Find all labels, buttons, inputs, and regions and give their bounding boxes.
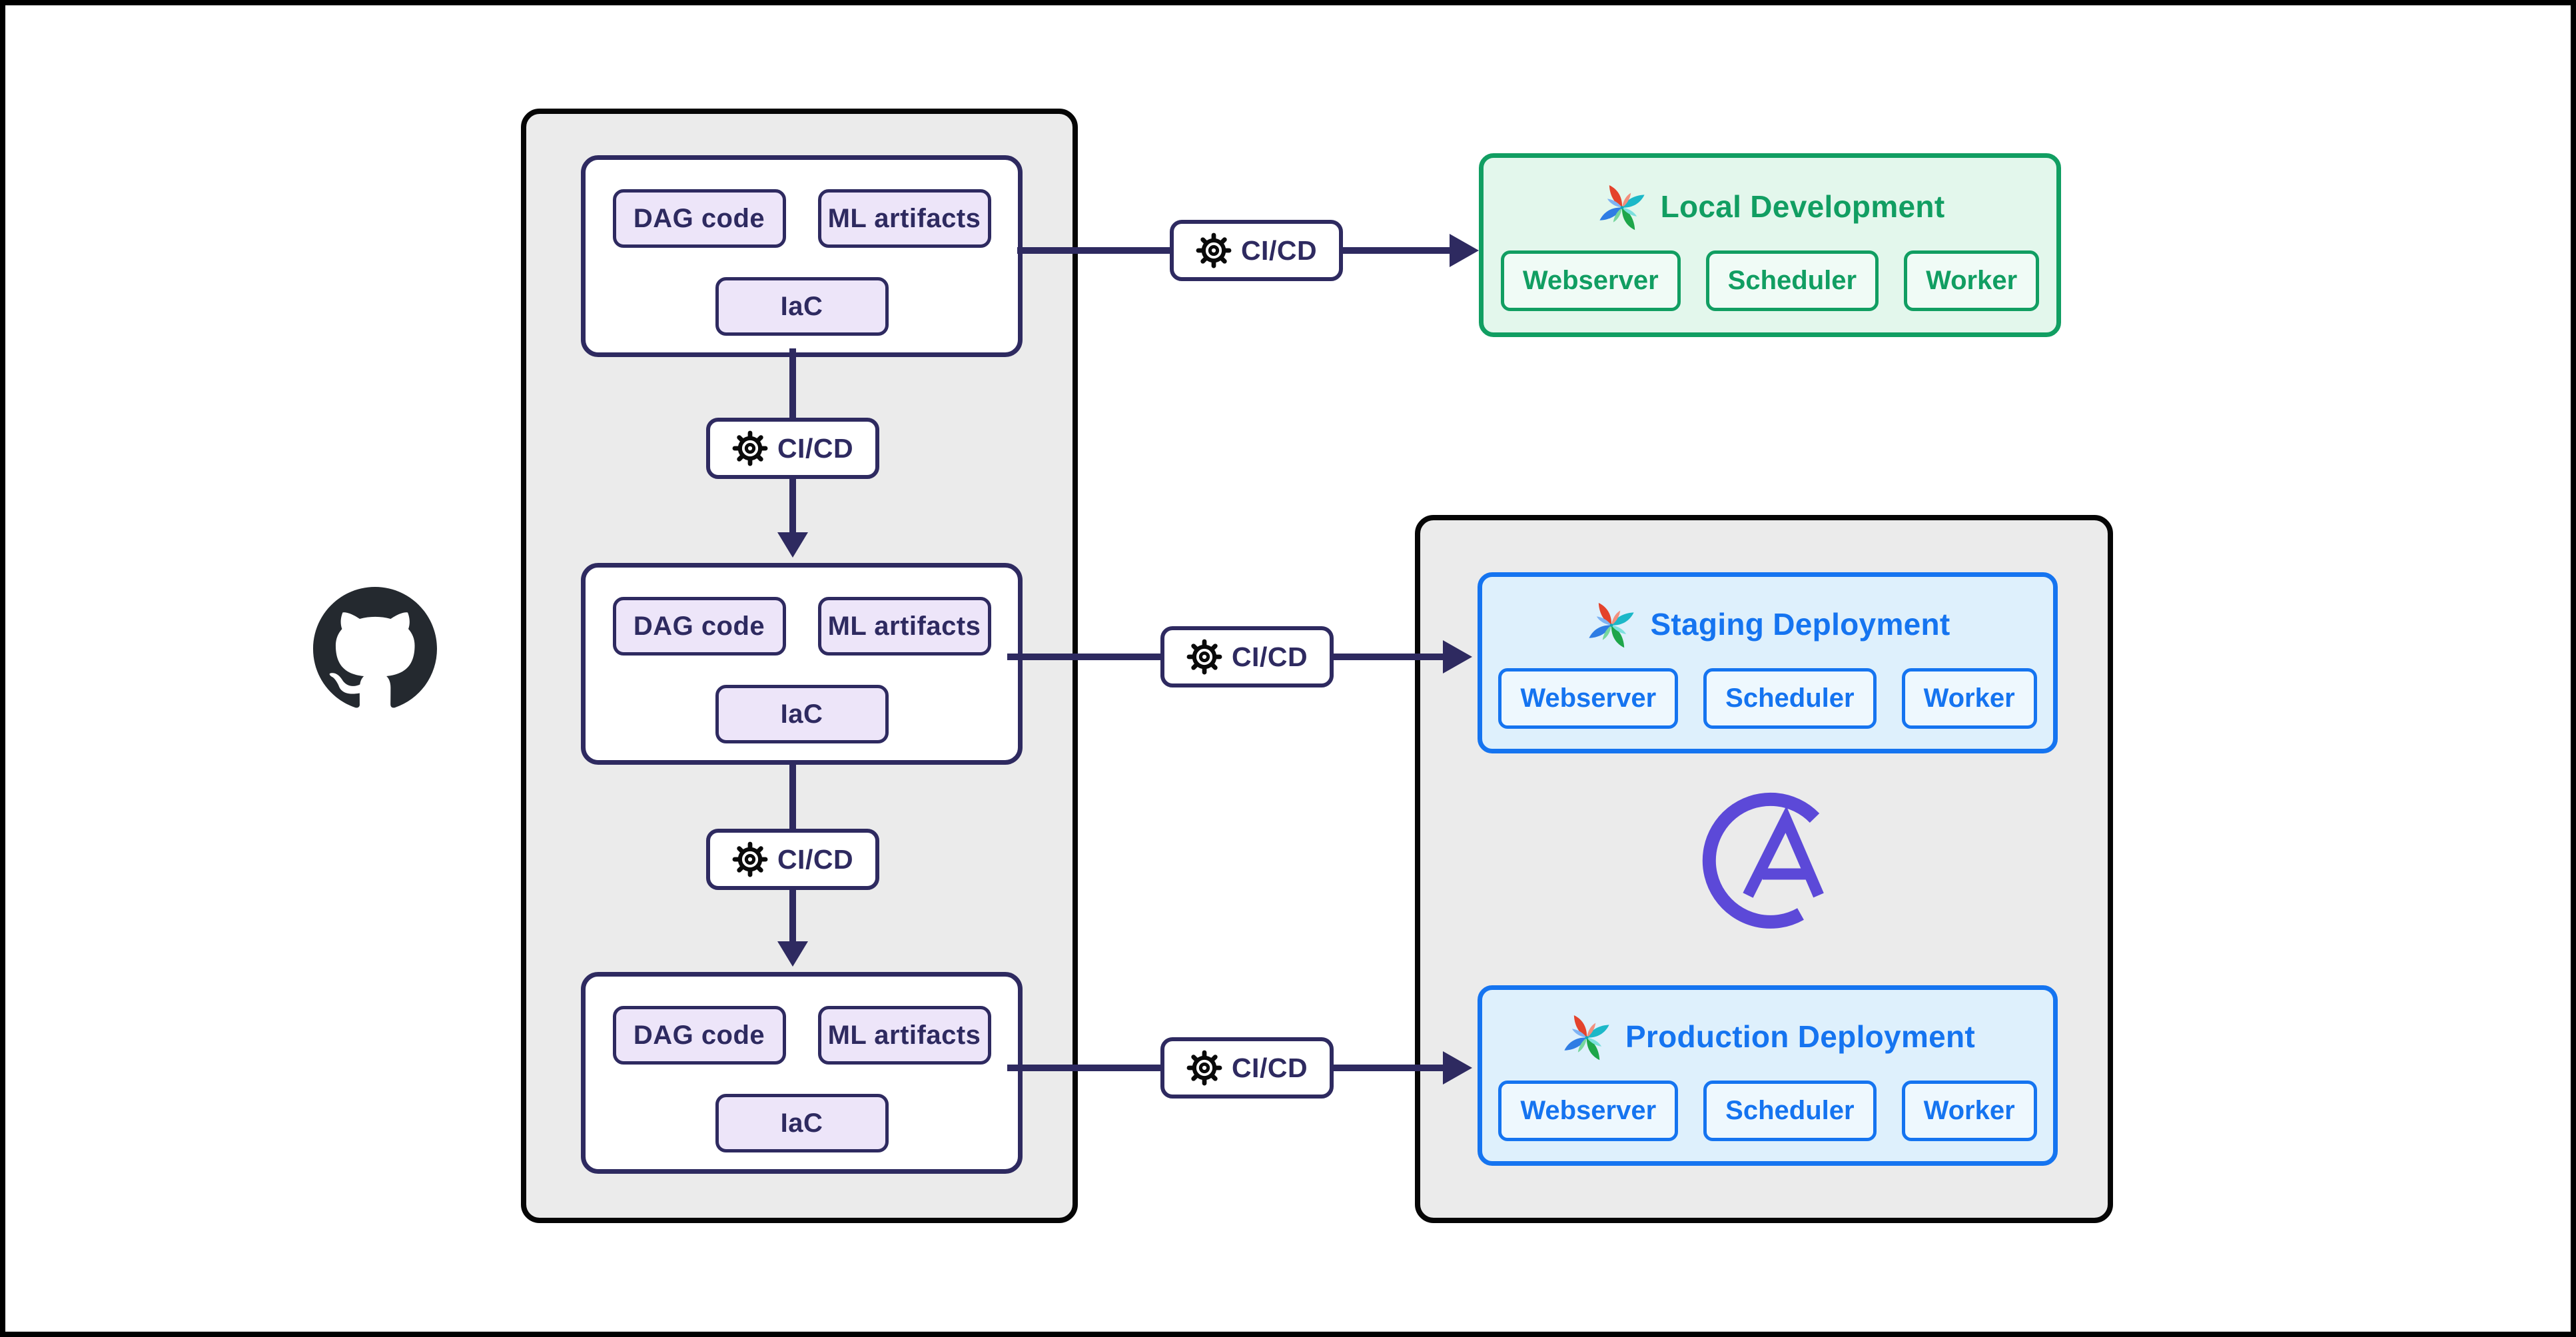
env-title: Local Development: [1660, 189, 1945, 224]
gear-icon: [732, 430, 768, 466]
deployment-panel: Staging Deployment Webserver Scheduler W…: [1415, 515, 2113, 1223]
staging-deployment-box: Staging Deployment Webserver Scheduler W…: [1478, 572, 2058, 753]
env-header: Staging Deployment: [1585, 598, 1950, 651]
worker-chip: Worker: [1901, 668, 2037, 729]
gear-icon: [1186, 639, 1222, 675]
ml-artifacts-chip: ML artifacts: [817, 189, 991, 248]
dag-code-chip: DAG code: [612, 189, 786, 248]
env-title: Production Deployment: [1625, 1019, 1976, 1054]
cicd-label: CI/CD: [777, 843, 854, 875]
env-title: Staging Deployment: [1650, 606, 1950, 642]
service-row: Webserver Scheduler Worker: [1498, 1081, 2037, 1141]
scheduler-chip: Scheduler: [1703, 1081, 1877, 1141]
service-row: Webserver Scheduler Worker: [1498, 668, 2037, 729]
cicd-label: CI/CD: [1240, 234, 1318, 266]
astronomer-icon: [1702, 792, 1824, 929]
arrowhead-down-1: [777, 532, 808, 558]
iac-chip: IaC: [715, 277, 889, 336]
arrowhead-right-2: [1443, 640, 1472, 673]
webserver-chip: Webserver: [1498, 668, 1679, 729]
iac-chip: IaC: [715, 685, 889, 743]
chip-row: DAG code ML artifacts: [612, 597, 991, 656]
chip-row: IaC: [715, 277, 889, 336]
airflow-icon: [1589, 602, 1635, 648]
chip-row: IaC: [715, 685, 889, 743]
airflow-icon: [1599, 185, 1645, 230]
arrowhead-right-1: [1450, 234, 1479, 267]
ml-artifacts-chip: ML artifacts: [817, 1006, 991, 1065]
iac-chip: IaC: [715, 1094, 889, 1152]
source-block-2: DAG code ML artifacts IaC: [581, 563, 1023, 765]
worker-chip: Worker: [1901, 1081, 2037, 1141]
env-header: Production Deployment: [1560, 1010, 1975, 1063]
chip-row: DAG code ML artifacts: [612, 1006, 991, 1065]
source-block-1: DAG code ML artifacts IaC: [581, 155, 1023, 357]
ml-artifacts-chip: ML artifacts: [817, 597, 991, 656]
source-repo-panel: DAG code ML artifacts IaC DAG code ML ar…: [521, 109, 1078, 1223]
arrowhead-right-3: [1443, 1051, 1472, 1085]
service-row: Webserver Scheduler Worker: [1500, 250, 2040, 311]
github-icon: [313, 587, 437, 708]
cicd-label: CI/CD: [777, 432, 854, 464]
dag-code-chip: DAG code: [612, 597, 786, 656]
cicd-badge-h2: CI/CD: [1160, 626, 1334, 687]
airflow-icon: [1564, 1015, 1609, 1061]
cicd-badge-h1: CI/CD: [1170, 220, 1343, 281]
scheduler-chip: Scheduler: [1703, 668, 1877, 729]
env-header: Local Development: [1595, 180, 1945, 233]
cicd-badge-v2: CI/CD: [706, 829, 879, 890]
dag-code-chip: DAG code: [612, 1006, 786, 1065]
gear-icon: [1186, 1050, 1222, 1086]
webserver-chip: Webserver: [1500, 250, 1681, 311]
gear-icon: [732, 841, 768, 877]
local-development-box: Local Development Webserver Scheduler Wo…: [1479, 153, 2061, 337]
chip-row: IaC: [715, 1094, 889, 1152]
production-deployment-box: Production Deployment Webserver Schedule…: [1478, 985, 2058, 1166]
cicd-badge-v1: CI/CD: [706, 418, 879, 479]
source-block-3: DAG code ML artifacts IaC: [581, 972, 1023, 1174]
gear-icon: [1196, 232, 1232, 268]
arrowhead-down-2: [777, 941, 808, 967]
worker-chip: Worker: [1904, 250, 2040, 311]
chip-row: DAG code ML artifacts: [612, 189, 991, 248]
scheduler-chip: Scheduler: [1705, 250, 1879, 311]
cicd-badge-h3: CI/CD: [1160, 1037, 1334, 1099]
cicd-label: CI/CD: [1231, 641, 1308, 672]
webserver-chip: Webserver: [1498, 1081, 1679, 1141]
cicd-label: CI/CD: [1231, 1052, 1308, 1083]
